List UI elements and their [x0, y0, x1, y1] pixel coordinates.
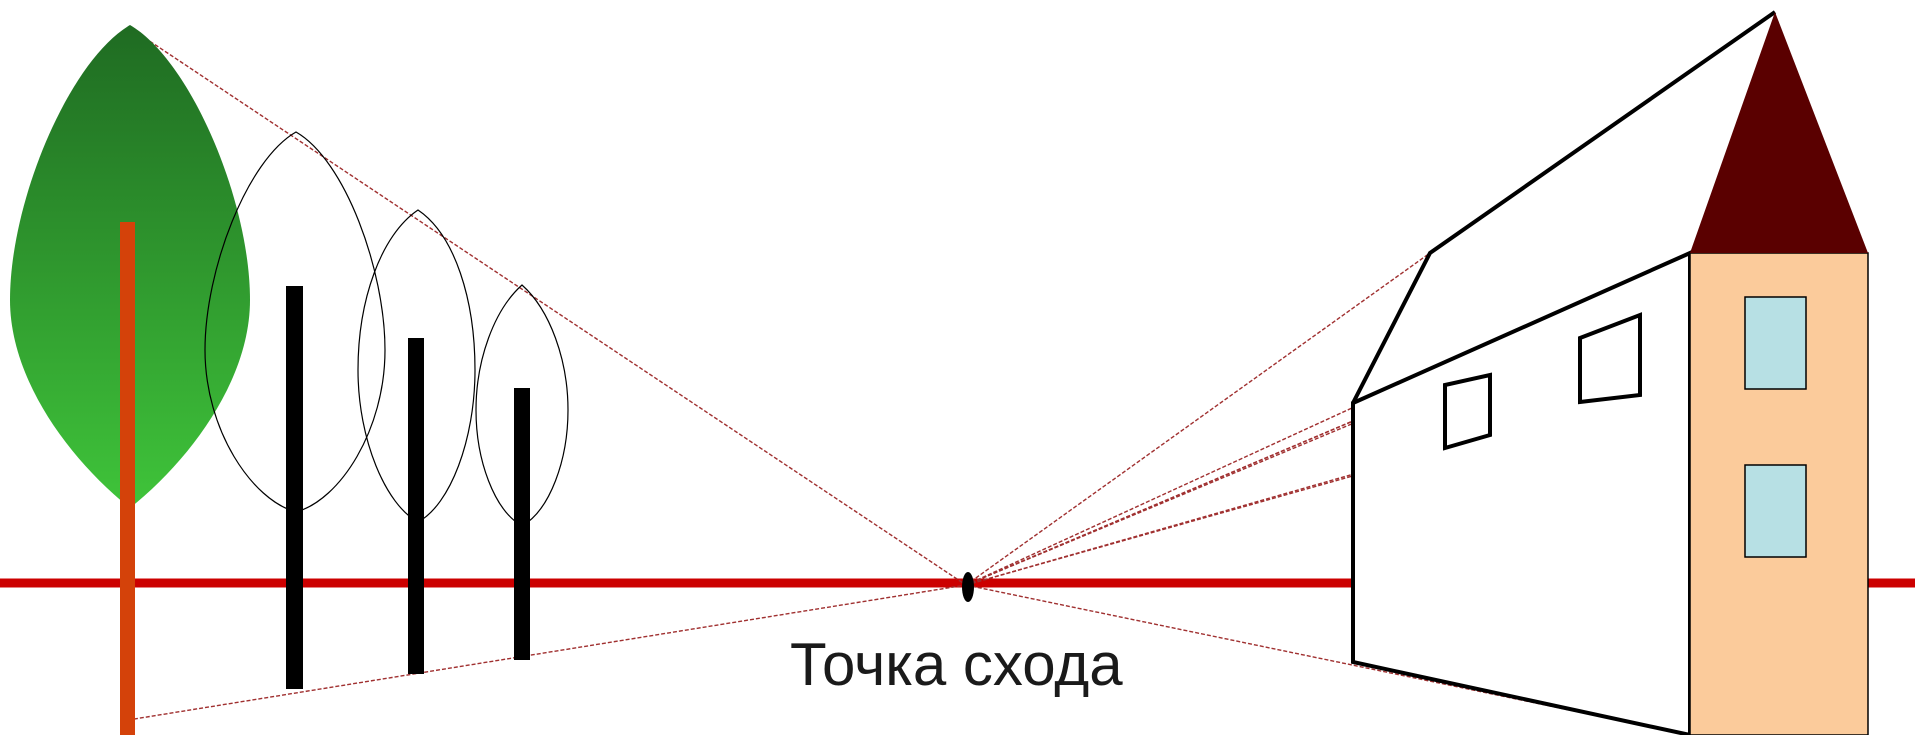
tree-guide-lines [127, 27, 967, 721]
vanishing-point [962, 572, 974, 602]
tree-3 [357, 209, 476, 674]
vanishing-point-label: Точка схода [790, 631, 1123, 698]
side-window-1 [1443, 372, 1492, 451]
tower-window-2 [1744, 464, 1807, 558]
tower-window-1 [1744, 296, 1807, 390]
tree-4 [475, 284, 569, 660]
tree-2 [204, 131, 386, 689]
tree-2-trunk [286, 286, 303, 689]
side-window-2 [1578, 312, 1642, 405]
tower-gable [1690, 12, 1868, 253]
tree-4-trunk [514, 388, 530, 660]
house [1351, 10, 1869, 735]
near-tree [10, 25, 250, 735]
house-side-wall [1351, 249, 1692, 735]
house-roof [1351, 10, 1777, 404]
tree-3-trunk [408, 338, 424, 674]
near-tree-trunk [120, 222, 135, 735]
